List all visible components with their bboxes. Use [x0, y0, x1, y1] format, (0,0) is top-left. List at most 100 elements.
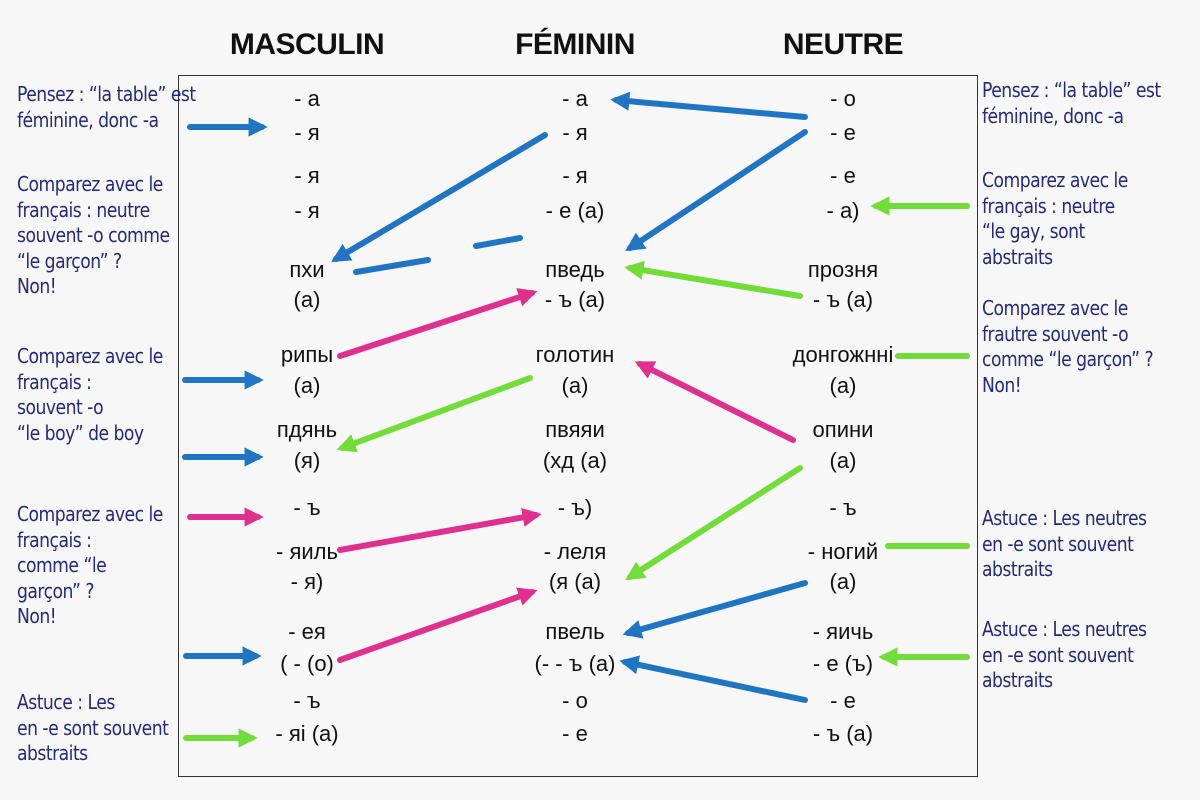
cell-neutre-4: - а)	[826, 198, 860, 223]
note-line: garçon” ?	[17, 578, 94, 603]
note-line: français : neutre	[17, 197, 150, 222]
note-line: Comparez avec le	[17, 172, 163, 196]
cell-neutre-7: донгожнні	[792, 342, 894, 367]
cell-neutre-12: - ногий	[807, 539, 879, 564]
note-line: Pensez : “la table” est	[982, 78, 1161, 102]
note-line: abstraits	[17, 741, 88, 766]
note-line: Astuce : Les neutres	[982, 506, 1147, 530]
cell-neutre-1: - о	[830, 86, 856, 111]
declension-table-frame	[178, 75, 978, 777]
note-line: “le boy” de boy	[17, 420, 144, 445]
cell-neutre-3: - е	[830, 163, 856, 188]
cell-feminin-9: пвяяи	[545, 417, 605, 442]
note-line: abstraits	[982, 557, 1053, 582]
note-line: Comparez avec le	[17, 502, 163, 526]
note-line: frautre souvent -o	[982, 321, 1129, 346]
cell-feminin-8: (а)	[561, 373, 589, 398]
cell-neutre-8: (а)	[829, 373, 857, 398]
note-line: féminine, donc -a	[17, 107, 159, 132]
note-line: féminine, donc -a	[982, 103, 1124, 128]
note-line: Non!	[982, 372, 1022, 397]
cell-feminin-13: (я (а)	[548, 569, 602, 594]
cell-masculin-12: - яиль	[276, 539, 338, 564]
cell-feminin-12: - леля	[543, 539, 607, 564]
cell-masculin-5: пхи	[289, 257, 325, 282]
cell-neutre-13: (а)	[829, 569, 857, 594]
cell-neutre-5: прозня	[807, 257, 879, 282]
cell-feminin-6: - ъ (а)	[544, 287, 606, 312]
cell-neutre-15: - е (ъ)	[812, 651, 874, 676]
cell-feminin-17: - е	[562, 721, 588, 746]
cell-neutre-10: (а)	[829, 448, 857, 473]
cell-masculin-3: - я	[294, 163, 320, 188]
cell-masculin-14: - ея	[288, 619, 326, 644]
cell-masculin-15: ( - (о)	[280, 651, 334, 676]
note-line: Pensez : “la table” est	[17, 82, 196, 106]
cell-masculin-9: пдянь	[276, 417, 338, 442]
note-line: Comparez avec le	[982, 168, 1128, 192]
note-line: français :	[17, 369, 92, 394]
cell-masculin-4: - я	[294, 198, 320, 223]
note-line: en -e sont souvent	[17, 715, 169, 740]
cell-feminin-11: - ъ)	[557, 495, 593, 520]
note-line: souvent -o	[17, 395, 104, 420]
cell-masculin-10: (я)	[293, 448, 321, 473]
cell-neutre-17: - ъ (а)	[812, 721, 874, 746]
note-line: Astuce : Les neutres	[982, 617, 1147, 641]
note-line: en -e sont souvent	[982, 531, 1134, 556]
note-line: abstraits	[982, 668, 1053, 693]
cell-masculin-1: - а	[294, 86, 320, 111]
note-line: Non!	[17, 604, 57, 629]
cell-neutre-16: - е	[830, 688, 856, 713]
cell-feminin-15: (- - ъ (а)	[534, 651, 616, 676]
note-line: Comparez avec le	[17, 344, 163, 368]
cell-feminin-10: (хд (а)	[542, 448, 608, 473]
cell-feminin-7: голотин	[535, 342, 615, 367]
cell-masculin-13: - я)	[290, 569, 324, 594]
note-line: abstraits	[982, 244, 1053, 269]
cell-masculin-7: рипы	[280, 342, 334, 367]
cell-feminin-3: - я	[562, 163, 588, 188]
cell-feminin-16: - о	[562, 688, 588, 713]
note-line: “le gay, sont	[982, 219, 1085, 244]
note-line: Comparez avec le	[982, 296, 1128, 320]
note-line: français :	[17, 527, 92, 552]
cell-masculin-17: - яі (а)	[275, 721, 339, 746]
cell-feminin-1: - а	[562, 86, 588, 111]
note-line: “le garçon” ?	[17, 248, 122, 273]
cell-feminin-4: - е (а)	[545, 198, 605, 223]
note-line: français : neutre	[982, 193, 1115, 218]
cell-neutre-11: - ъ	[829, 495, 857, 520]
cell-masculin-11: - ъ	[293, 495, 321, 520]
cell-neutre-9: опини	[812, 417, 874, 442]
note-line: en -e sont souvent	[982, 642, 1134, 667]
note-line: Astuce : Les	[17, 690, 115, 714]
cell-neutre-14: - яичь	[812, 619, 874, 644]
cell-neutre-6: - ъ (а)	[812, 287, 874, 312]
cell-masculin-6: (а)	[293, 287, 321, 312]
cell-feminin-5: пведь	[545, 257, 605, 282]
header-feminin: FÉMININ	[515, 28, 635, 61]
note-line: Non!	[17, 274, 57, 299]
header-masculin: MASCULIN	[229, 28, 385, 61]
cell-feminin-14: пвель	[545, 619, 605, 644]
note-line: souvent -o comme	[17, 223, 170, 248]
note-line: comme “le	[17, 553, 107, 578]
cell-masculin-16: - ъ	[293, 688, 321, 713]
cell-masculin-8: (а)	[293, 373, 321, 398]
cell-feminin-2: - я	[562, 120, 588, 145]
header-neutre: NEUTRE	[782, 28, 904, 61]
cell-masculin-2: - я	[294, 120, 320, 145]
cell-neutre-2: - е	[830, 120, 856, 145]
note-line: comme “le garçon” ?	[982, 347, 1154, 372]
